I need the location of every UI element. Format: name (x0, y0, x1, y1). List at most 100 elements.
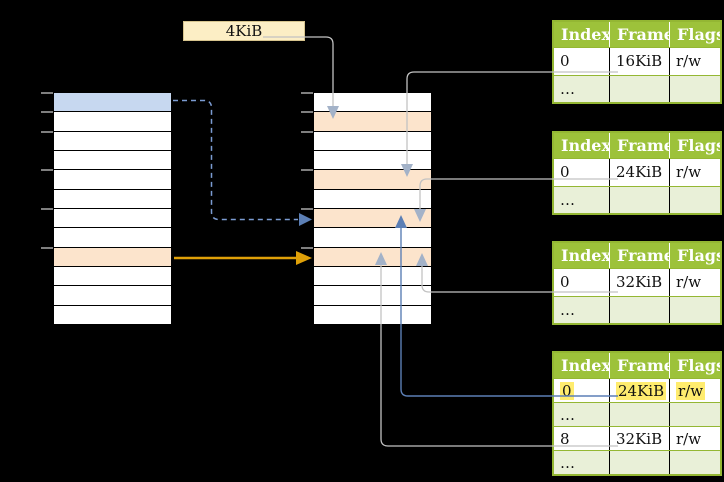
tick-mark (301, 208, 313, 210)
memory-row (54, 112, 171, 132)
page-table-row: … (554, 74, 720, 102)
tick-mark (41, 131, 53, 133)
page-table-cell (669, 296, 720, 323)
tick-mark (41, 208, 53, 210)
tick-mark (41, 169, 53, 171)
memory-row (54, 131, 171, 151)
memory-row (54, 93, 171, 113)
page-table-top: IndexFrameFlags 0 16KiBr/w … (552, 20, 722, 104)
page-table-cell: r/w (669, 427, 720, 450)
memory-row (314, 228, 431, 248)
tick-mark (301, 247, 313, 249)
page-size-label: 4KiB (183, 21, 305, 41)
column-header: Flags (669, 353, 720, 378)
column-header: Frame (609, 353, 669, 378)
page-table-cell (609, 451, 669, 474)
page-table-cell: … (560, 300, 575, 319)
page-table-cell: 0 (560, 381, 574, 400)
page-table-cell: 0 (560, 273, 570, 292)
column-header: Flags (669, 243, 720, 268)
page-table-cell: 24KiB (609, 159, 669, 186)
column-header: Flags (669, 133, 720, 158)
page-table-row: … (554, 295, 720, 323)
page-table-cell: 0 (560, 52, 570, 71)
physical-memory-table (301, 92, 432, 326)
page-table-cell: r/w (669, 159, 720, 186)
tick-mark (41, 247, 53, 249)
tick-mark (301, 131, 313, 133)
page-table-cell: … (560, 453, 575, 472)
column-header: Index (561, 136, 609, 155)
page-table-cell: … (560, 190, 575, 209)
memory-row (314, 170, 431, 190)
memory-row (314, 247, 431, 267)
page-table-cell: 32KiB (609, 269, 669, 296)
memory-row (54, 208, 171, 229)
page-table-cell (669, 403, 720, 426)
page-table-bottom: IndexFrameFlags024KiBr/w…832KiBr/w… (552, 351, 722, 476)
memory-row (314, 131, 431, 151)
memory-row (54, 286, 171, 306)
page-table-cell: r/w (669, 379, 720, 402)
tick-mark (301, 92, 313, 94)
page-table-cell: 0 (560, 163, 570, 182)
tick-mark (41, 111, 53, 113)
memory-row (314, 208, 431, 229)
memory-row (54, 228, 171, 248)
page-table-cell (609, 75, 669, 102)
page-table-cell: … (560, 405, 575, 424)
memory-row (54, 305, 171, 325)
virtual-memory-table (41, 92, 172, 326)
column-header: Frame (609, 243, 669, 268)
column-header: Index (561, 246, 609, 265)
page-table-cell (669, 75, 720, 102)
page-table-cell: r/w (669, 48, 720, 75)
memory-row (54, 170, 171, 190)
page-table-cell (669, 186, 720, 213)
tick-mark (41, 92, 53, 94)
column-header: Index (561, 356, 609, 375)
page-table-header-row: IndexFrameFlags (554, 243, 720, 268)
memory-row (54, 150, 171, 171)
page-table-row: … (554, 402, 720, 426)
page-table-cell: 16KiB (609, 48, 669, 75)
page-table-row: … (554, 185, 720, 213)
page-table-second: IndexFrameFlags 0 24KiBr/w … (552, 131, 722, 215)
page-table-row: … (554, 450, 720, 474)
page-table-cell: r/w (669, 269, 720, 296)
page-table-header-row: IndexFrameFlags (554, 353, 720, 378)
page-table-cell: … (560, 79, 575, 98)
tick-mark (301, 111, 313, 113)
page-table-cell (609, 296, 669, 323)
memory-row (314, 112, 431, 132)
page-table-cell: 24KiB (609, 379, 669, 402)
page-table-cell (669, 451, 720, 474)
page-table-header-row: IndexFrameFlags (554, 133, 720, 158)
memory-row (314, 286, 431, 306)
memory-row (314, 305, 431, 325)
page-table-header-row: IndexFrameFlags (554, 22, 720, 47)
memory-row (314, 93, 431, 113)
page-table-cell (609, 186, 669, 213)
page-table-cell: 32KiB (609, 427, 669, 450)
tick-mark (301, 169, 313, 171)
arrow-virtual-page8-to-frame (174, 251, 312, 265)
arrow-virtual-page0-to-frame (173, 99, 312, 226)
column-header: Frame (609, 22, 669, 47)
column-header: Index (561, 25, 609, 44)
memory-row (54, 266, 171, 287)
page-table-cell: 8 (560, 429, 570, 448)
column-header: Flags (669, 22, 720, 47)
page-table-cell (609, 403, 669, 426)
memory-row (54, 247, 171, 267)
memory-row (314, 266, 431, 287)
memory-row (314, 189, 431, 209)
memory-row (54, 189, 171, 209)
memory-row (314, 150, 431, 171)
